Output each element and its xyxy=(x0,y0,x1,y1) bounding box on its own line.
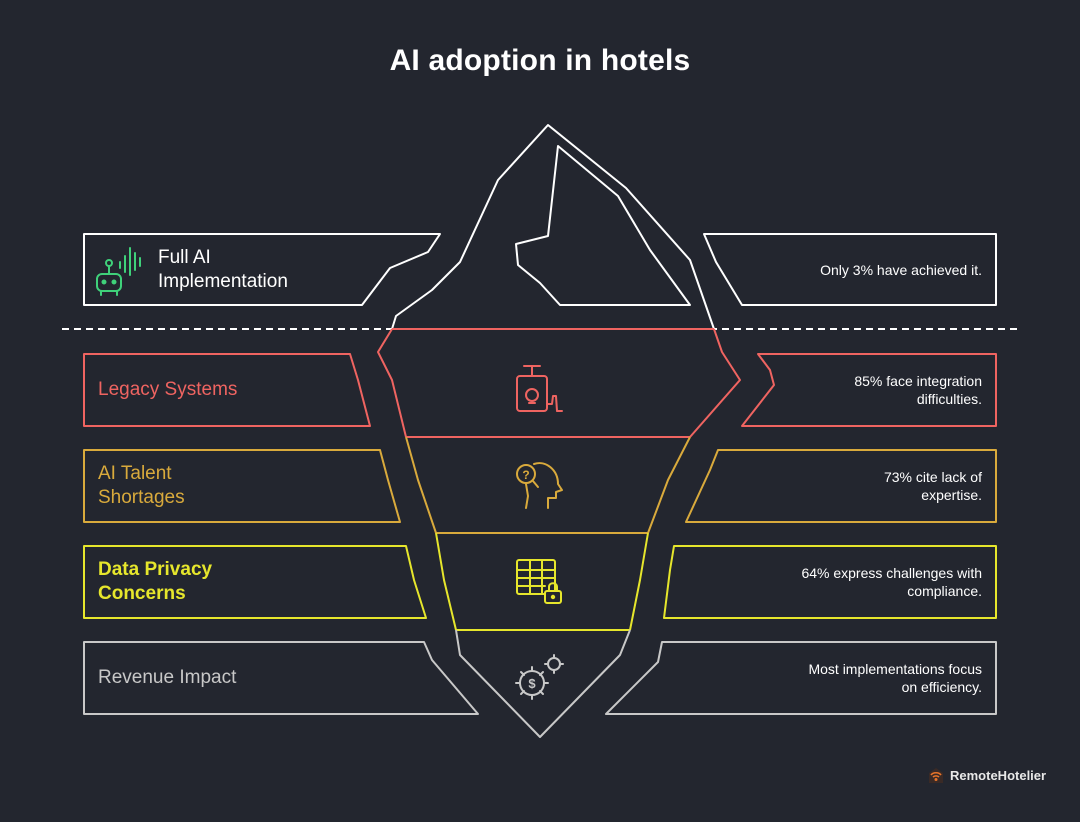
iceberg-tip-inner xyxy=(515,145,691,306)
svg-text:$: $ xyxy=(528,676,536,691)
iceberg-privacy-band xyxy=(435,532,649,631)
brand-name: RemoteHotelier xyxy=(950,767,1047,783)
ai-robot-icon xyxy=(96,247,141,296)
brand-logo: RemoteHotelier xyxy=(928,766,1046,784)
svg-text:?: ? xyxy=(522,468,529,482)
right-box-talent xyxy=(685,449,997,523)
left-box-full-ai xyxy=(83,233,441,306)
level-stat-full-ai: Only 3% have achieved it. xyxy=(820,262,982,278)
left-box-privacy xyxy=(83,545,427,619)
iceberg-revenue-band xyxy=(455,629,631,738)
left-box-legacy xyxy=(83,353,371,427)
left-box-talent xyxy=(83,449,401,523)
page-title: AI adoption in hotels xyxy=(389,44,691,77)
level-label-full-ai: Full AI Implementation xyxy=(158,247,288,292)
level-stat-legacy: 85% face integration difficulties. xyxy=(854,373,982,407)
right-box-revenue xyxy=(605,641,997,715)
question-head-icon: ? xyxy=(516,462,563,509)
legacy-device-icon xyxy=(516,365,563,412)
iceberg-talent-band xyxy=(405,436,691,534)
level-label-revenue: Revenue Impact xyxy=(98,667,237,688)
level-stat-revenue: Most implementations focus on efficiency… xyxy=(808,661,982,695)
iceberg-legacy-band xyxy=(377,328,741,438)
right-box-full-ai xyxy=(703,233,997,306)
level-label-legacy: Legacy Systems xyxy=(98,379,238,400)
level-label-talent: AI Talent Shortages xyxy=(98,463,185,508)
right-box-privacy xyxy=(663,545,997,619)
level-stat-privacy: 64% express challenges with compliance. xyxy=(801,565,982,599)
level-stat-talent: 73% cite lack of expertise. xyxy=(883,469,982,503)
level-label-privacy: Data Privacy Concerns xyxy=(98,559,213,604)
iceberg-tip-outline xyxy=(391,124,715,330)
hotel-logo-icon xyxy=(929,768,943,783)
left-box-revenue xyxy=(83,641,479,715)
right-box-legacy xyxy=(741,353,997,427)
dollar-gears-icon: $ xyxy=(515,654,564,700)
locked-table-icon xyxy=(516,559,562,604)
